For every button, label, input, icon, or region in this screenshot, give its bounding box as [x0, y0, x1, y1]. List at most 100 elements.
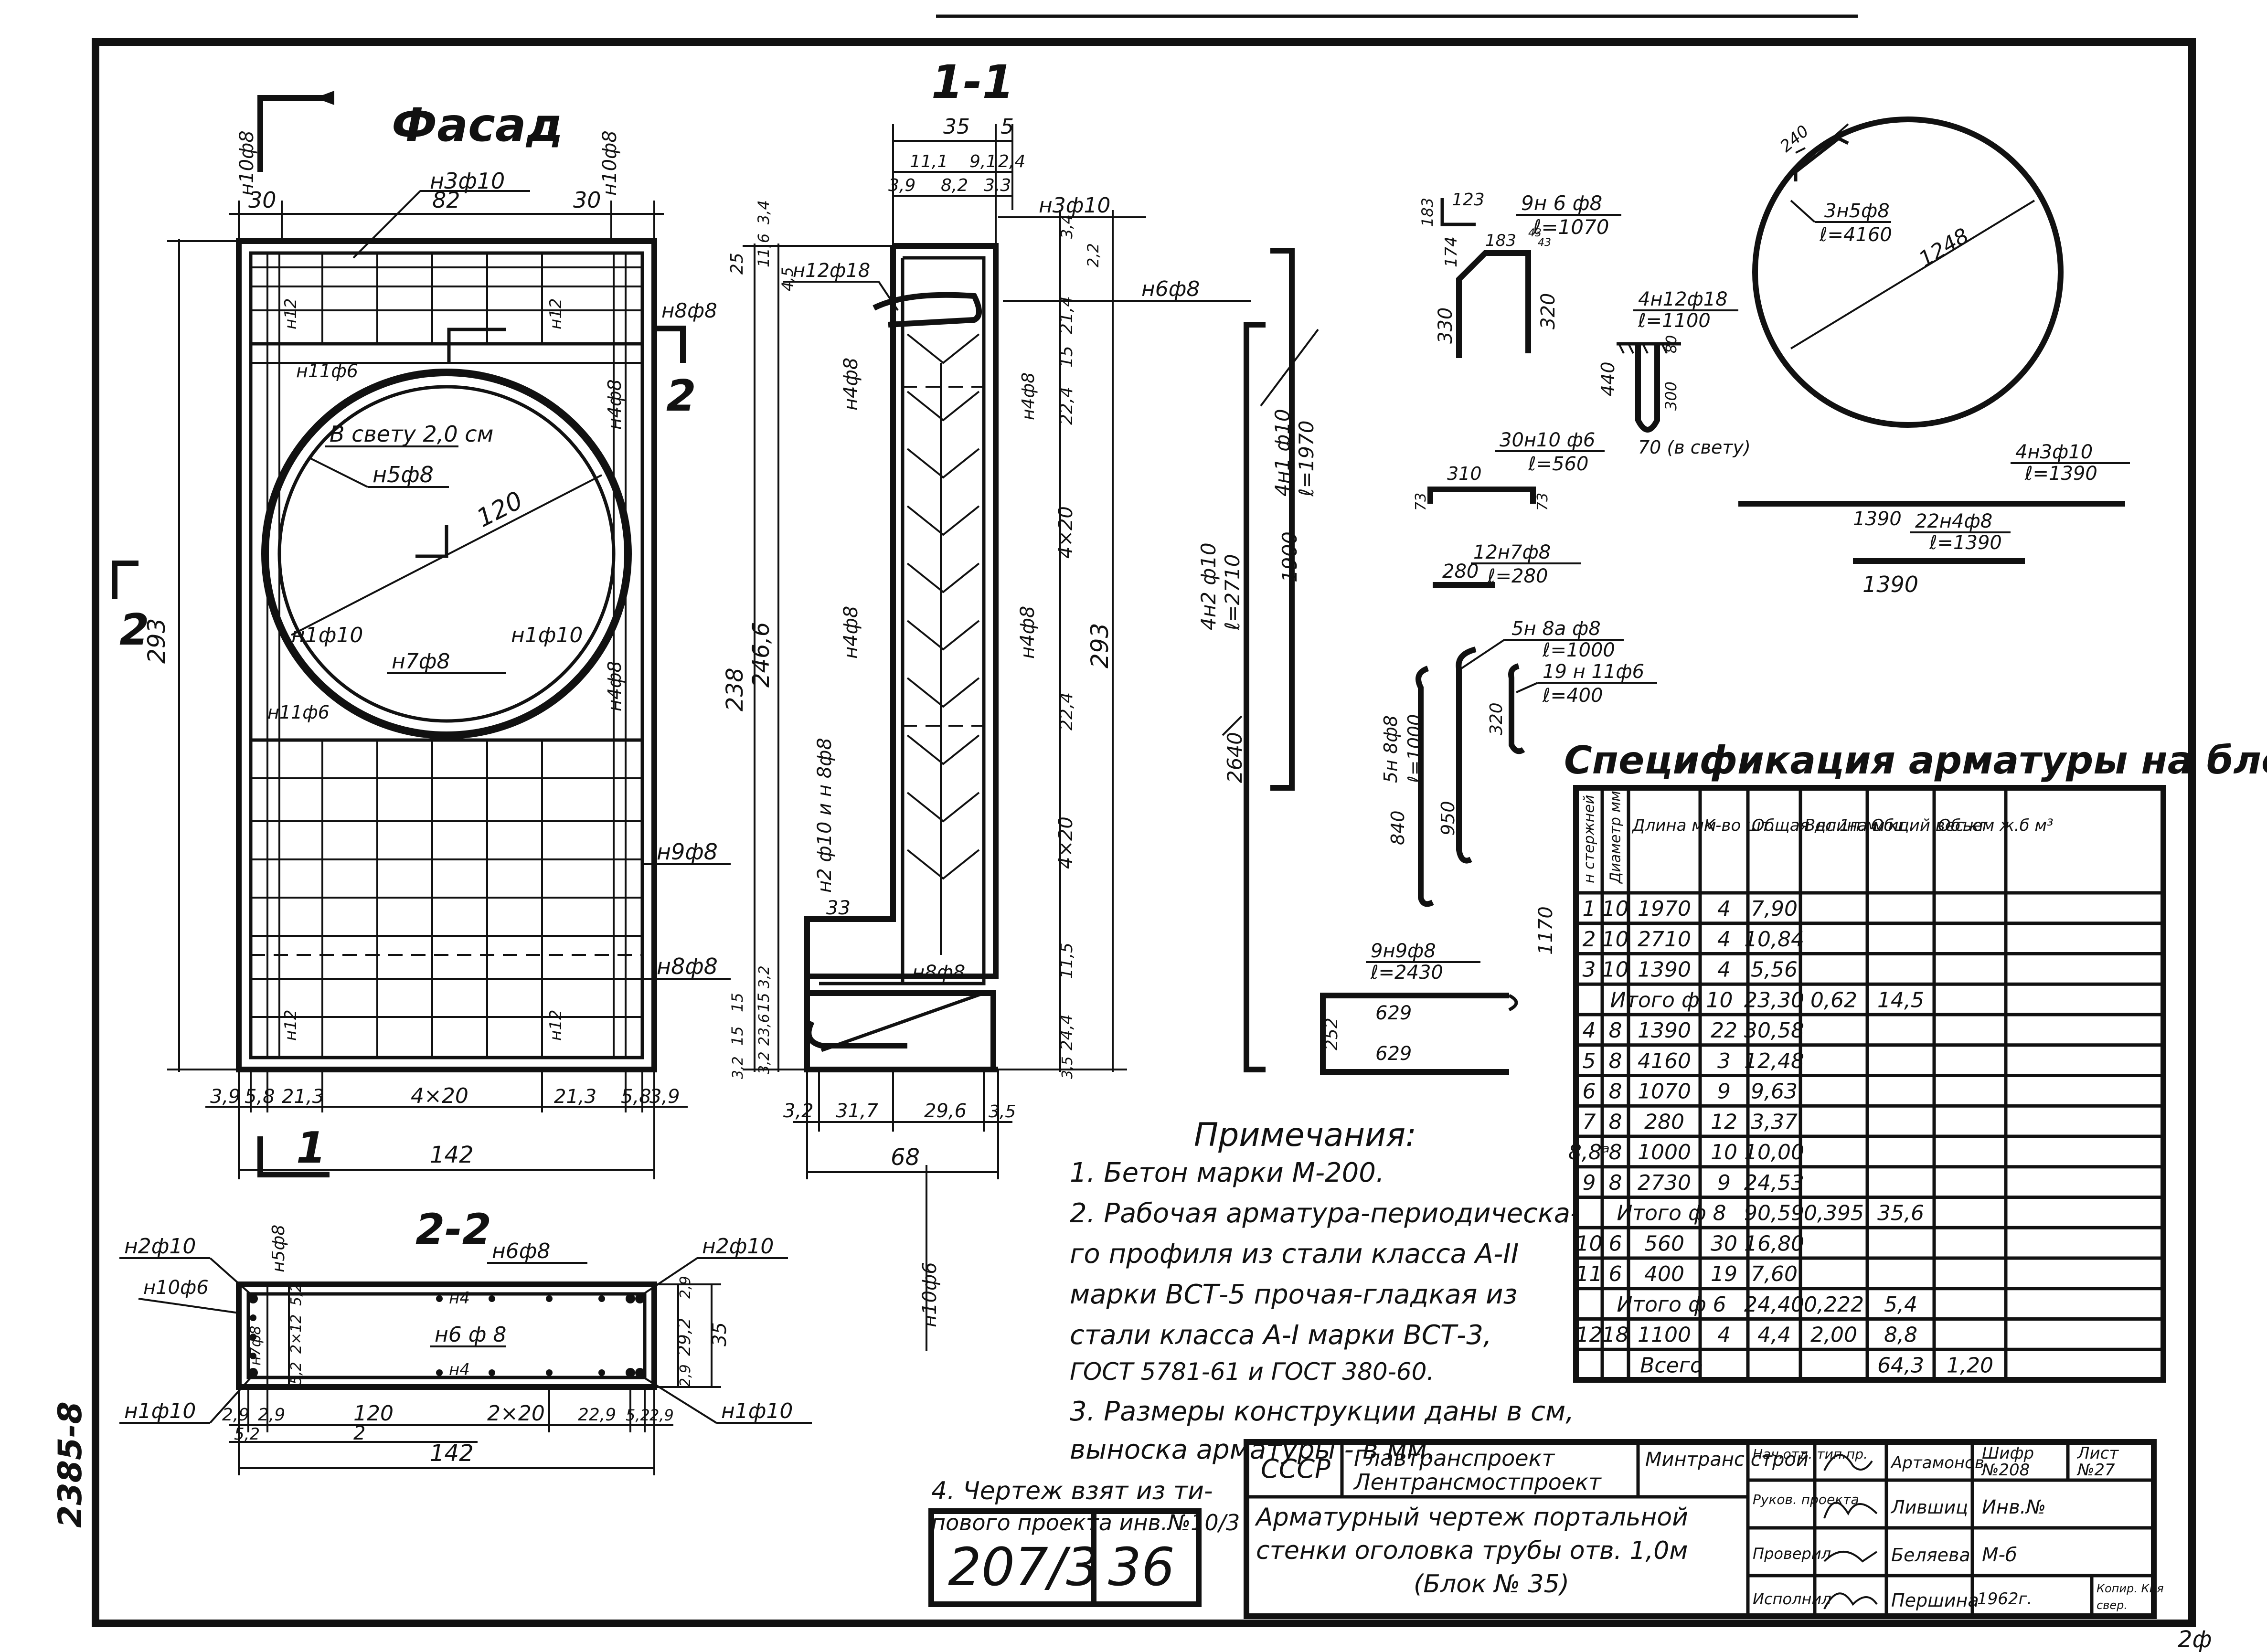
section-arrow-2-right	[654, 326, 686, 363]
tb-title-line: стенки оголовка трубы отв. 1,0м	[1256, 1536, 1688, 1565]
facade-view: Фасад 1 2 2 120	[112, 91, 731, 1179]
spec-cell: 24,53	[1744, 1171, 1804, 1195]
svg-text:н12: н12	[546, 1010, 565, 1041]
spec-cell: 2730	[1638, 1171, 1691, 1195]
svg-text:4×20: 4×20	[411, 1084, 468, 1108]
svg-text:5,8: 5,8	[621, 1086, 651, 1108]
svg-text:н4ф8: н4ф8	[1019, 372, 1038, 420]
drawing-code-box	[928, 1508, 1202, 1607]
svg-text:300: 300	[1662, 381, 1680, 411]
svg-text:70 (в свету): 70 (в свету)	[1638, 437, 1751, 458]
svg-text:н4ф8: н4ф8	[840, 358, 862, 411]
svg-text:24,4: 24,4	[1057, 1014, 1076, 1050]
bar-10-shape	[1427, 487, 1536, 504]
drawing-code-right: 36	[1108, 1536, 1175, 1598]
svg-text:80: 80	[1663, 335, 1680, 353]
svg-text:н4ф8: н4ф8	[604, 661, 625, 711]
svg-text:н12: н12	[281, 298, 300, 330]
svg-text:2,9: 2,9	[222, 1405, 249, 1425]
svg-text:н12: н12	[281, 1010, 300, 1041]
svg-text:12н7ф8: 12н7ф8	[1473, 541, 1551, 563]
svg-text:142: 142	[430, 1440, 474, 1467]
svg-text:21,4: 21,4	[1057, 296, 1076, 334]
svg-text:120: 120	[353, 1401, 394, 1426]
svg-text:5,8: 5,8	[245, 1086, 275, 1108]
svg-text:н5ф8: н5ф8	[373, 462, 434, 487]
spec-cell: 64,3	[1877, 1353, 1924, 1377]
svg-text:н11ф6: н11ф6	[267, 702, 330, 723]
svg-text:н12ф18: н12ф18	[793, 260, 870, 282]
section-label-2-right: 2	[666, 371, 696, 421]
spec-cell: 12	[1711, 1110, 1737, 1134]
section-arrow-2-left	[112, 561, 138, 599]
spec-cell: 1000	[1638, 1140, 1691, 1165]
svg-text:629: 629	[1375, 1043, 1412, 1065]
svg-text:н4: н4	[449, 1360, 470, 1379]
svg-text:320: 320	[1537, 293, 1559, 329]
facade-dim-top-right: 30	[573, 187, 601, 213]
svg-text:240: 240	[1777, 122, 1812, 156]
spec-header-cell: Диаметр мм	[1607, 791, 1624, 884]
spec-cell: 30,58	[1744, 1018, 1804, 1043]
facade-outline	[236, 238, 657, 1072]
tb-name: Беляева	[1891, 1545, 1970, 1566]
section-2-2-view: 2-2 н2ф10 н10ф6 н5ф8 н6ф8 н2ф10 н4 н6 ф …	[119, 1205, 812, 1475]
bar-6-shape	[1456, 250, 1531, 358]
svg-text:19 н 11ф6: 19 н 11ф6	[1543, 661, 1644, 683]
svg-text:9н9ф8: 9н9ф8	[1371, 940, 1436, 962]
svg-text:н1ф10: н1ф10	[124, 1399, 196, 1423]
svg-text:н5ф8: н5ф8	[269, 1225, 288, 1272]
spec-cell: 9	[1583, 1171, 1596, 1195]
svg-text:н4ф8: н4ф8	[1017, 606, 1039, 659]
svg-text:330: 330	[1435, 307, 1457, 344]
spec-cell: 280	[1644, 1110, 1684, 1134]
spec-title: Спецификация арматуры на блок	[1564, 738, 2267, 783]
note-line: 2. Рабочая арматура-периодическа-	[1070, 1198, 1580, 1229]
svg-text:174: 174	[1442, 236, 1461, 267]
bar-9-shape	[1320, 993, 1509, 1075]
spec-cell: 30	[1711, 1231, 1737, 1256]
svg-text:2×20: 2×20	[487, 1401, 545, 1426]
svg-text:29,6: 29,6	[924, 1100, 967, 1122]
bar-2-shape	[1244, 322, 1266, 1072]
svg-text:ℓ=400: ℓ=400	[1542, 685, 1603, 707]
svg-text:293: 293	[1086, 623, 1114, 668]
tb-year: 1962г.	[1977, 1589, 2032, 1609]
svg-text:183: 183	[1485, 231, 1516, 250]
svg-text:н10ф8: н10ф8	[599, 130, 621, 196]
svg-text:11,5: 11,5	[1057, 942, 1076, 979]
svg-text:22,4: 22,4	[1057, 692, 1076, 731]
facade-dim-top-left: 30	[248, 187, 277, 213]
spec-cell: 9	[1717, 1171, 1731, 1195]
circular-opening	[261, 369, 632, 739]
svg-text:840: 840	[1387, 810, 1408, 845]
svg-text:4×20: 4×20	[1055, 816, 1077, 869]
svg-text:н7ф8: н7ф8	[247, 1326, 264, 1366]
svg-text:1248: 1248	[1915, 223, 1973, 272]
spec-cell: 10,84	[1744, 927, 1804, 952]
tb-title-line: Арматурный чертеж портальной	[1255, 1503, 1688, 1532]
svg-text:629: 629	[1375, 1002, 1412, 1024]
tb-name: Лившиц	[1890, 1497, 1968, 1518]
svg-text:5н 8а ф8: 5н 8а ф8	[1511, 618, 1601, 640]
svg-text:3,9: 3,9	[210, 1086, 241, 1108]
spec-cell: 6	[1609, 1231, 1622, 1256]
note-line: ГОСТ 5781-61 и ГОСТ 380-60.	[1070, 1358, 1434, 1386]
svg-text:3,2: 3,2	[756, 1051, 773, 1074]
svg-text:ℓ=1390: ℓ=1390	[1929, 532, 2002, 554]
svg-text:4н12ф18: 4н12ф18	[1638, 288, 1728, 310]
facade-height: 293	[143, 618, 170, 664]
bar-1-shape	[1270, 248, 1295, 791]
facade-cage	[249, 251, 644, 1059]
tb-sheet-label: Лист	[2076, 1444, 2119, 1463]
spec-header-cell: К-во шт.	[1704, 816, 1776, 835]
spec-cell: 10	[1602, 897, 1629, 921]
svg-text:н6ф8: н6ф8	[492, 1239, 550, 1263]
svg-text:н1ф10: н1ф10	[511, 623, 583, 647]
svg-text:3,5: 3,5	[1059, 1056, 1076, 1079]
svg-text:3,3: 3,3	[984, 176, 1011, 195]
svg-text:1170: 1170	[1535, 906, 1557, 955]
svg-text:н2 ф10 и н 8ф8: н2 ф10 и н 8ф8	[814, 738, 836, 893]
spec-cell: 1070	[1638, 1080, 1691, 1104]
